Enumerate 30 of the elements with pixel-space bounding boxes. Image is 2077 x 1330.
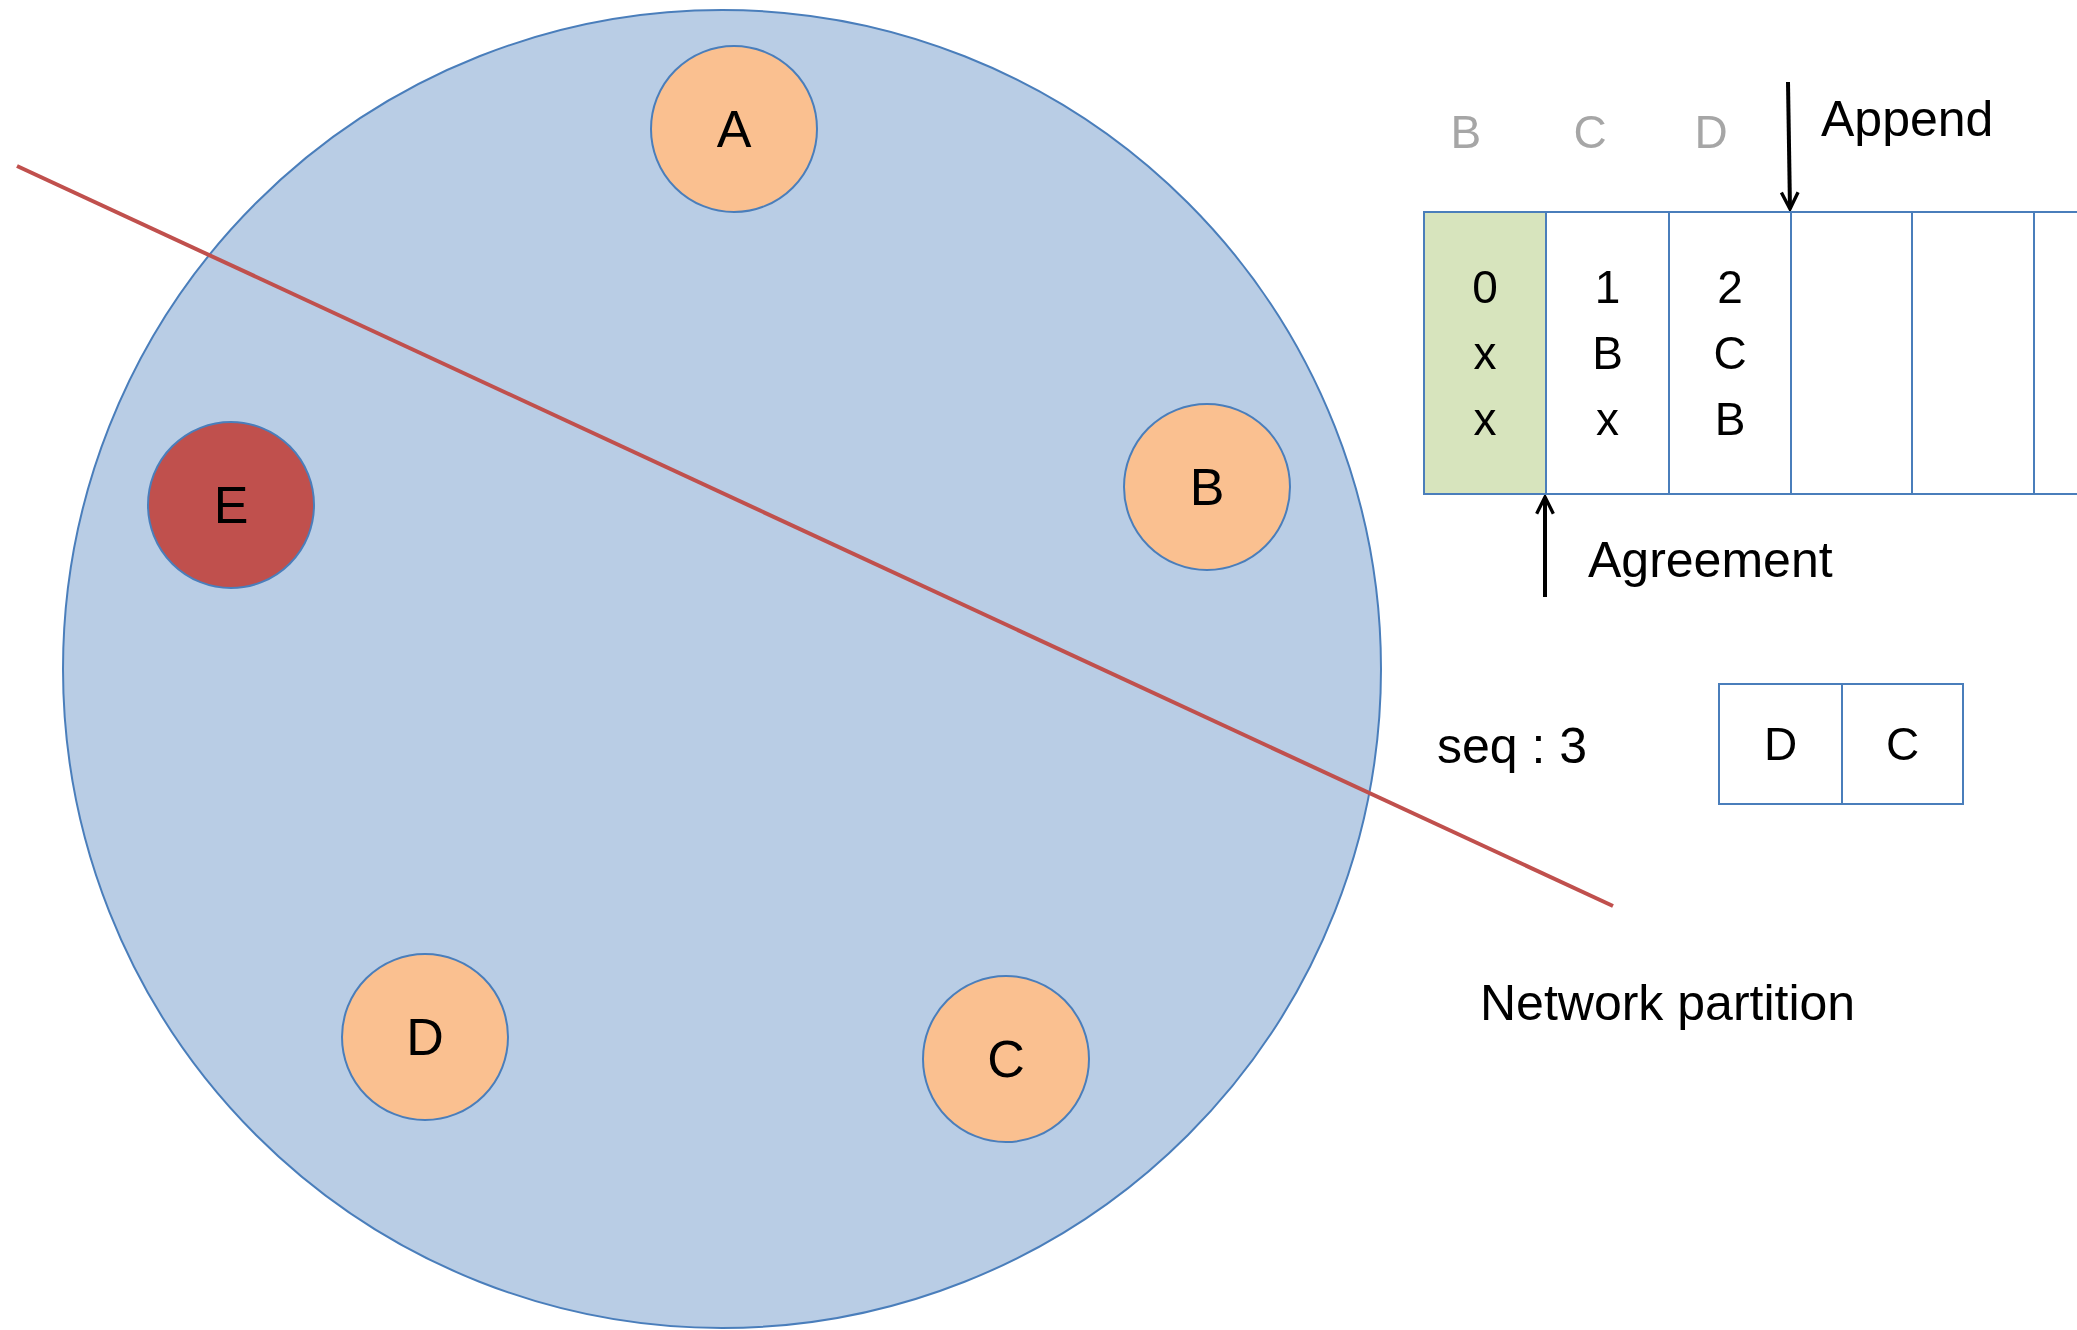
column-header: B [1450,105,1482,160]
server-node-circle: E [147,421,315,589]
pointer-label: Append [1788,84,2038,154]
queue-cell: C [1841,683,1964,805]
log-cell [1545,211,1670,495]
queue-cell: D [1718,683,1843,805]
log-value: B [1714,392,1746,447]
column-header: D [1694,105,1728,160]
server-node-circle: B [1123,403,1291,571]
log-value: x [1473,326,1497,381]
server-node-circle: D [341,953,509,1121]
log-value: B [1592,326,1623,381]
log-value: x [1596,392,1619,447]
log-cell [1668,211,1792,495]
log-value: C [1713,326,1747,381]
log-cell [1790,211,1913,495]
log-value: 2 [1717,260,1743,315]
log-value: x [1473,392,1497,447]
log-cell [1911,211,2035,495]
sequence-label: seq : 3 [1437,717,1588,776]
pointer-label: Agreement [1545,525,1905,595]
arrow [1535,495,1555,597]
log-value: 1 [1594,260,1621,315]
server-node-circle: A [650,45,818,213]
server-node-circle: C [922,975,1090,1143]
partition-label: Network partition [1480,974,1856,1033]
log-value: 0 [1472,260,1498,315]
column-header: C [1573,105,1607,160]
log-cell [1423,211,1547,495]
arrow [1779,81,1800,211]
